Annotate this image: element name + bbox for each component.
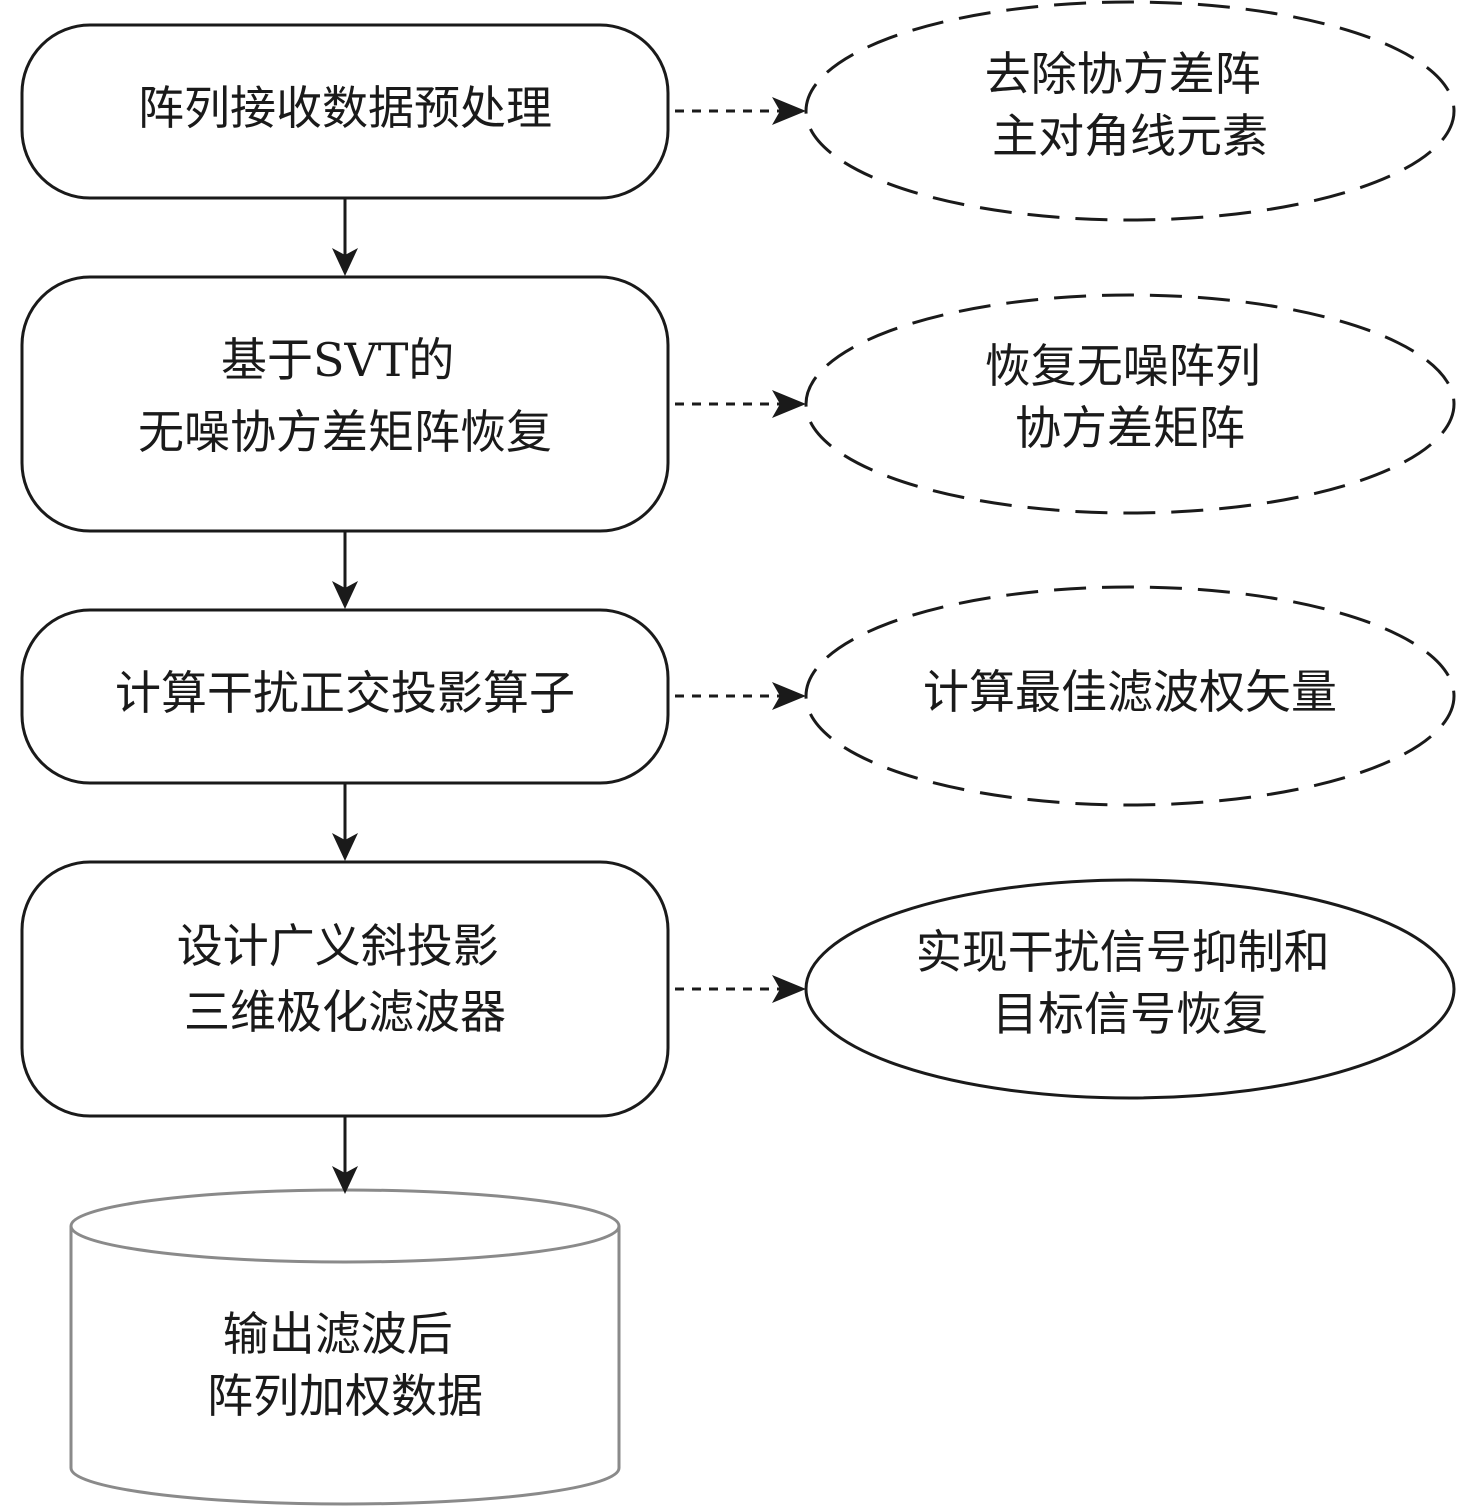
arrow-head-icon [332,248,358,276]
note-4-line-2: 目标信号恢复 [992,987,1268,1041]
note-4-ellipse: 实现干扰信号抑制和 目标信号恢复 [804,878,1456,1100]
note-2-line-1: 恢复无噪阵列 [985,339,1261,393]
step-3-box: 计算干扰正交投影算子 [20,608,670,785]
note-4-shape [804,878,1456,1100]
output-cylinder: 输出滤波后 阵列加权数据 [69,1188,621,1506]
note-4-line-1: 实现干扰信号抑制和 [916,925,1330,979]
step-2-label: 基于SVT的 无噪协方差矩阵恢复 [138,333,552,459]
output-line-1: 输出滤波后 [223,1307,453,1361]
step-4-label: 设计广义斜投影 三维极化滤波器 [177,919,514,1039]
note-3-line-1: 计算最佳滤波权矢量 [923,665,1337,719]
arrow-head-icon [772,390,806,418]
step-2-box: 基于SVT的 无噪协方差矩阵恢复 [20,275,670,533]
cylinder-top [69,1188,621,1264]
note-1-line-2: 主对角线元素 [992,109,1268,163]
step-4-box: 设计广义斜投影 三维极化滤波器 [20,860,670,1118]
note-1-label: 去除协方差阵 主对角线元素 [985,47,1276,163]
step-1-box: 阵列接收数据预处理 [20,23,670,200]
note-1-shape [804,0,1456,222]
note-2-line-2: 协方差矩阵 [1015,401,1245,455]
note-2-ellipse: 恢复无噪阵列 协方差矩阵 [804,293,1456,515]
step-2-shape [20,275,670,533]
cylinder-body [69,1226,621,1506]
flow-arrow-1-2 [332,198,358,276]
flow-arrow-3-4 [332,783,358,861]
note-4-label: 实现干扰信号抑制和 目标信号恢复 [916,925,1345,1041]
note-1-line-1: 去除协方差阵 [985,47,1261,101]
flow-arrow-2-3 [332,531,358,609]
arrow-head-icon [772,97,806,125]
note-2-shape [804,293,1456,515]
note-arrow-4 [675,975,806,1003]
step-2-line-1: 基于SVT的 [221,333,454,387]
arrow-head-icon [772,975,806,1003]
step-1-label: 阵列接收数据预处理 [138,81,552,135]
flow-arrow-4-output [332,1116,358,1194]
note-1-ellipse: 去除协方差阵 主对角线元素 [804,0,1456,222]
note-arrow-2 [675,390,806,418]
note-3-ellipse: 计算最佳滤波权矢量 [804,585,1456,807]
note-3-shape [804,585,1456,807]
step-4-line-2: 三维极化滤波器 [184,985,506,1039]
output-line-2: 阵列加权数据 [207,1369,483,1423]
step-3-line-1: 计算干扰正交投影算子 [115,666,575,720]
step-4-line-1: 设计广义斜投影 [177,919,499,973]
arrow-head-icon [772,682,806,710]
note-2-label: 恢复无噪阵列 协方差矩阵 [985,339,1276,455]
step-2-line-2: 无噪协方差矩阵恢复 [138,405,552,459]
step-3-label: 计算干扰正交投影算子 [115,666,575,720]
arrow-head-icon [332,1166,358,1194]
output-label: 输出滤波后 阵列加权数据 [207,1307,483,1423]
note-3-label: 计算最佳滤波权矢量 [923,665,1337,719]
arrow-head-icon [332,833,358,861]
note-arrow-3 [675,682,806,710]
step-1-line-1: 阵列接收数据预处理 [138,81,552,135]
arrow-head-icon [332,581,358,609]
note-arrow-1 [675,97,806,125]
